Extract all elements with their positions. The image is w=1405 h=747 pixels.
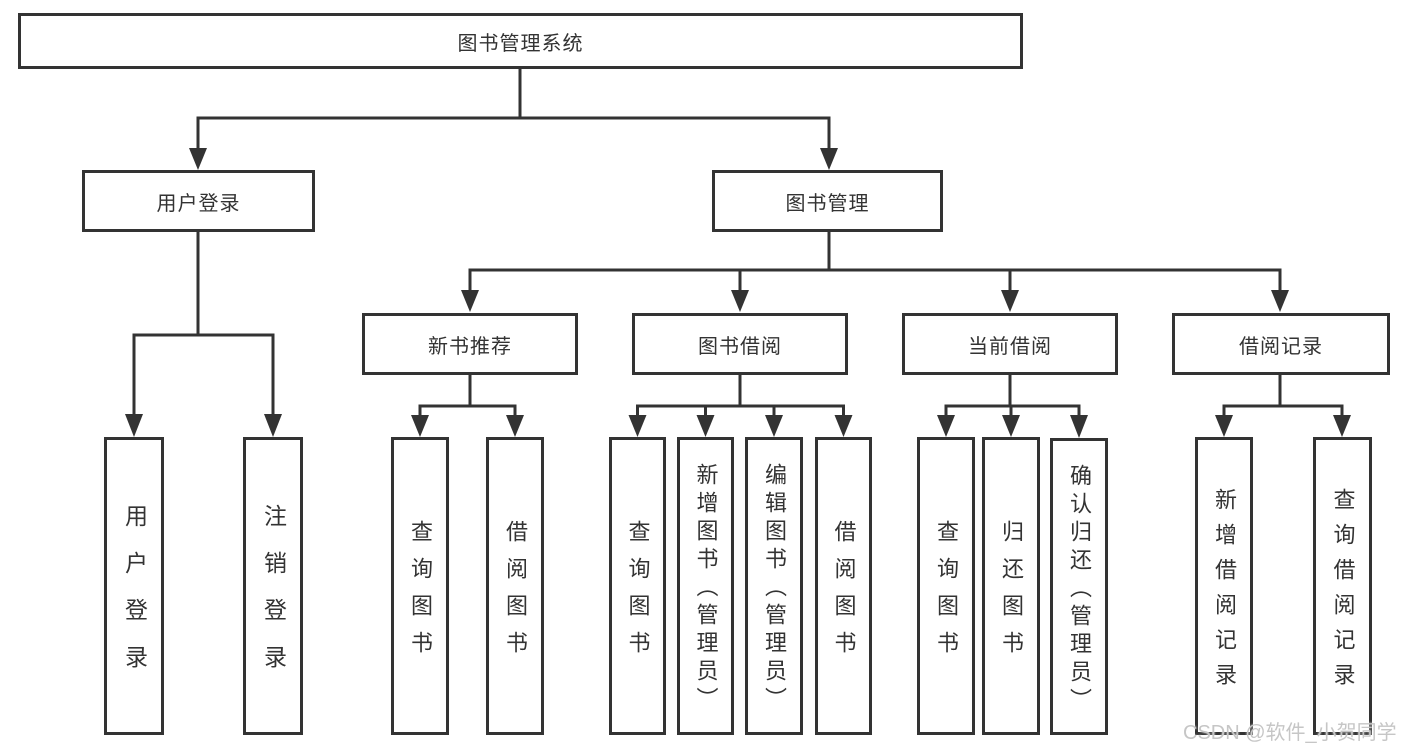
leaf-cb-return-books-label: 归还图书: [999, 519, 1024, 668]
arrowhead: [189, 148, 207, 170]
arrowhead: [731, 290, 749, 312]
node-current-borrow-label: 当前借阅: [968, 335, 1052, 358]
arrowhead: [264, 414, 282, 437]
leaf-br-add-record: 新增借阅记录: [1195, 437, 1253, 735]
leaf-bb-query-books: 查询图书: [609, 437, 666, 735]
arrowhead: [1215, 415, 1233, 437]
leaf-cb-query-books: 查询图书: [917, 437, 975, 735]
arrowhead: [1002, 415, 1020, 437]
leaf-nb-borrow-books: 借阅图书: [486, 437, 544, 735]
arrowhead: [834, 415, 853, 437]
node-root: 图书管理系统: [18, 13, 1023, 69]
leaf-br-query-record-label: 查询借阅记录: [1330, 487, 1356, 698]
node-current-borrow: 当前借阅: [902, 313, 1118, 375]
arrowhead: [1333, 415, 1351, 437]
node-book-management: 图书管理: [712, 170, 943, 232]
leaf-br-add-record-label: 新增借阅记录: [1212, 487, 1237, 698]
arrowhead: [1001, 290, 1019, 312]
leaf-user-login: 用户登录: [104, 437, 164, 735]
leaf-bb-borrow-books: 借阅图书: [815, 437, 872, 735]
node-book-borrow-label: 图书借阅: [698, 335, 782, 358]
arrowhead: [1070, 415, 1088, 438]
leaf-nb-query-books-label: 查询图书: [408, 519, 433, 668]
csdn-watermark: CSDN @软件_小贺同学: [1183, 722, 1397, 744]
leaf-bb-query-books-label: 查询图书: [625, 519, 651, 668]
leaf-bb-add-books-admin-label: 新增图书（管理员）: [693, 463, 719, 715]
node-book-borrow: 图书借阅: [632, 313, 848, 375]
leaf-bb-edit-books-admin-label: 编辑图书（管理员）: [762, 463, 787, 715]
arrowhead: [125, 414, 143, 437]
leaf-nb-query-books: 查询图书: [391, 437, 449, 735]
arrowhead: [506, 415, 524, 437]
arrowhead: [765, 415, 783, 437]
node-new-book-recommend: 新书推荐: [362, 313, 578, 375]
leaf-bb-borrow-books-label: 借阅图书: [831, 519, 857, 668]
arrowhead: [411, 415, 429, 437]
leaf-cb-return-books: 归还图书: [982, 437, 1040, 735]
node-borrow-records: 借阅记录: [1172, 313, 1390, 375]
leaf-nb-borrow-books-label: 借阅图书: [503, 519, 528, 668]
leaf-bb-edit-books-admin: 编辑图书（管理员）: [745, 437, 803, 735]
leaf-bb-add-books-admin: 新增图书（管理员）: [677, 437, 734, 735]
arrowhead: [461, 290, 479, 312]
arrowhead: [628, 415, 647, 437]
arrowhead: [937, 415, 955, 437]
leaf-cb-query-books-label: 查询图书: [934, 519, 959, 668]
node-book-management-label: 图书管理: [785, 192, 870, 215]
leaf-logout: 注销登录: [243, 437, 303, 735]
node-user-login-label: 用户登录: [156, 192, 241, 215]
node-root-label: 图书管理系统: [457, 32, 584, 55]
leaf-cb-confirm-return-admin: 确认归还（管理员）: [1050, 438, 1108, 735]
node-user-login: 用户登录: [82, 170, 315, 232]
leaf-br-query-record: 查询借阅记录: [1313, 437, 1372, 735]
arrowhead: [820, 148, 838, 170]
leaf-cb-confirm-return-admin-label: 确认归还（管理员）: [1067, 463, 1092, 716]
node-borrow-records-label: 借阅记录: [1239, 335, 1323, 358]
leaf-user-login-label: 用户登录: [121, 504, 148, 692]
arrowhead: [696, 415, 715, 437]
node-new-book-recommend-label: 新书推荐: [428, 335, 512, 358]
leaf-logout-label: 注销登录: [260, 504, 287, 692]
arrowhead: [1271, 290, 1289, 312]
